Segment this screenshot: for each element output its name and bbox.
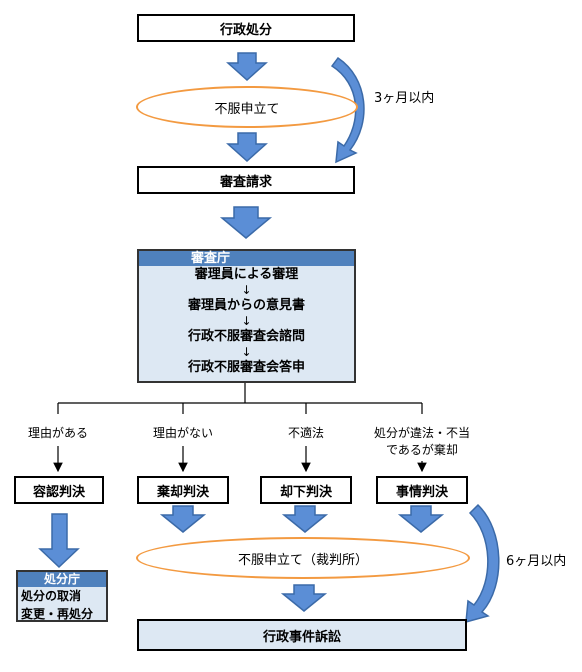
block-arrow: [226, 132, 268, 163]
ruling-box: 容認判決: [14, 476, 104, 504]
down-arrow-icon: ↓: [241, 314, 252, 328]
disposition-agency-title: 処分庁: [18, 572, 106, 587]
block-arrow: [38, 513, 80, 569]
disposition-agency-box: 処分庁 処分の取消 変更・再処分: [16, 570, 108, 622]
review-step: 審理員による審理: [194, 267, 299, 282]
label-deadline-6m: 6ヶ月以内: [506, 554, 567, 569]
box-administrative-lawsuit: 行政事件訴訟: [137, 619, 467, 651]
block-arrow: [159, 505, 207, 533]
branch-condition: 不適法: [287, 426, 324, 440]
review-agency-title: 審査庁: [139, 251, 354, 266]
ruling-box: 却下判決: [260, 476, 352, 504]
box-disposition: 行政処分: [137, 14, 355, 42]
box-review-request: 審査請求: [137, 166, 355, 194]
disposition-agency-line: 変更・再処分: [21, 607, 94, 621]
review-step: 行政不服審査会答申: [187, 360, 305, 375]
review-step: 行政不服審査会諮問: [187, 329, 305, 344]
disposition-agency-line: 処分の取消: [21, 589, 82, 603]
ellipse-court-objection: 不服申立て（裁判所）: [136, 537, 470, 579]
ruling-box: 事情判決: [376, 476, 468, 504]
review-agency-panel: 審査庁 審理員による審理 ↓ 審理員からの意見書 ↓ 行政不服審査会諮問 ↓ 行…: [137, 249, 356, 383]
curved-arrow-3m: [330, 56, 365, 164]
ruling-box: 棄却判決: [137, 476, 229, 504]
ellipse-objection: 不服申立て: [136, 86, 358, 128]
block-arrow: [397, 505, 445, 533]
block-arrow: [219, 206, 273, 239]
branch-condition: 理由がない: [152, 426, 213, 440]
block-arrow: [280, 584, 328, 612]
branch-condition: 理由がある: [27, 426, 88, 440]
block-arrow: [281, 505, 329, 533]
down-arrow-icon: ↓: [241, 283, 252, 297]
down-arrow-icon: ↓: [241, 345, 252, 359]
branch-condition: 処分が違法・不当 であるが棄却: [373, 426, 470, 457]
label-deadline-3m: 3ヶ月以内: [374, 91, 435, 106]
review-step: 審理員からの意見書: [187, 298, 305, 313]
block-arrow: [226, 52, 268, 82]
curved-arrow-6m: [465, 503, 500, 624]
